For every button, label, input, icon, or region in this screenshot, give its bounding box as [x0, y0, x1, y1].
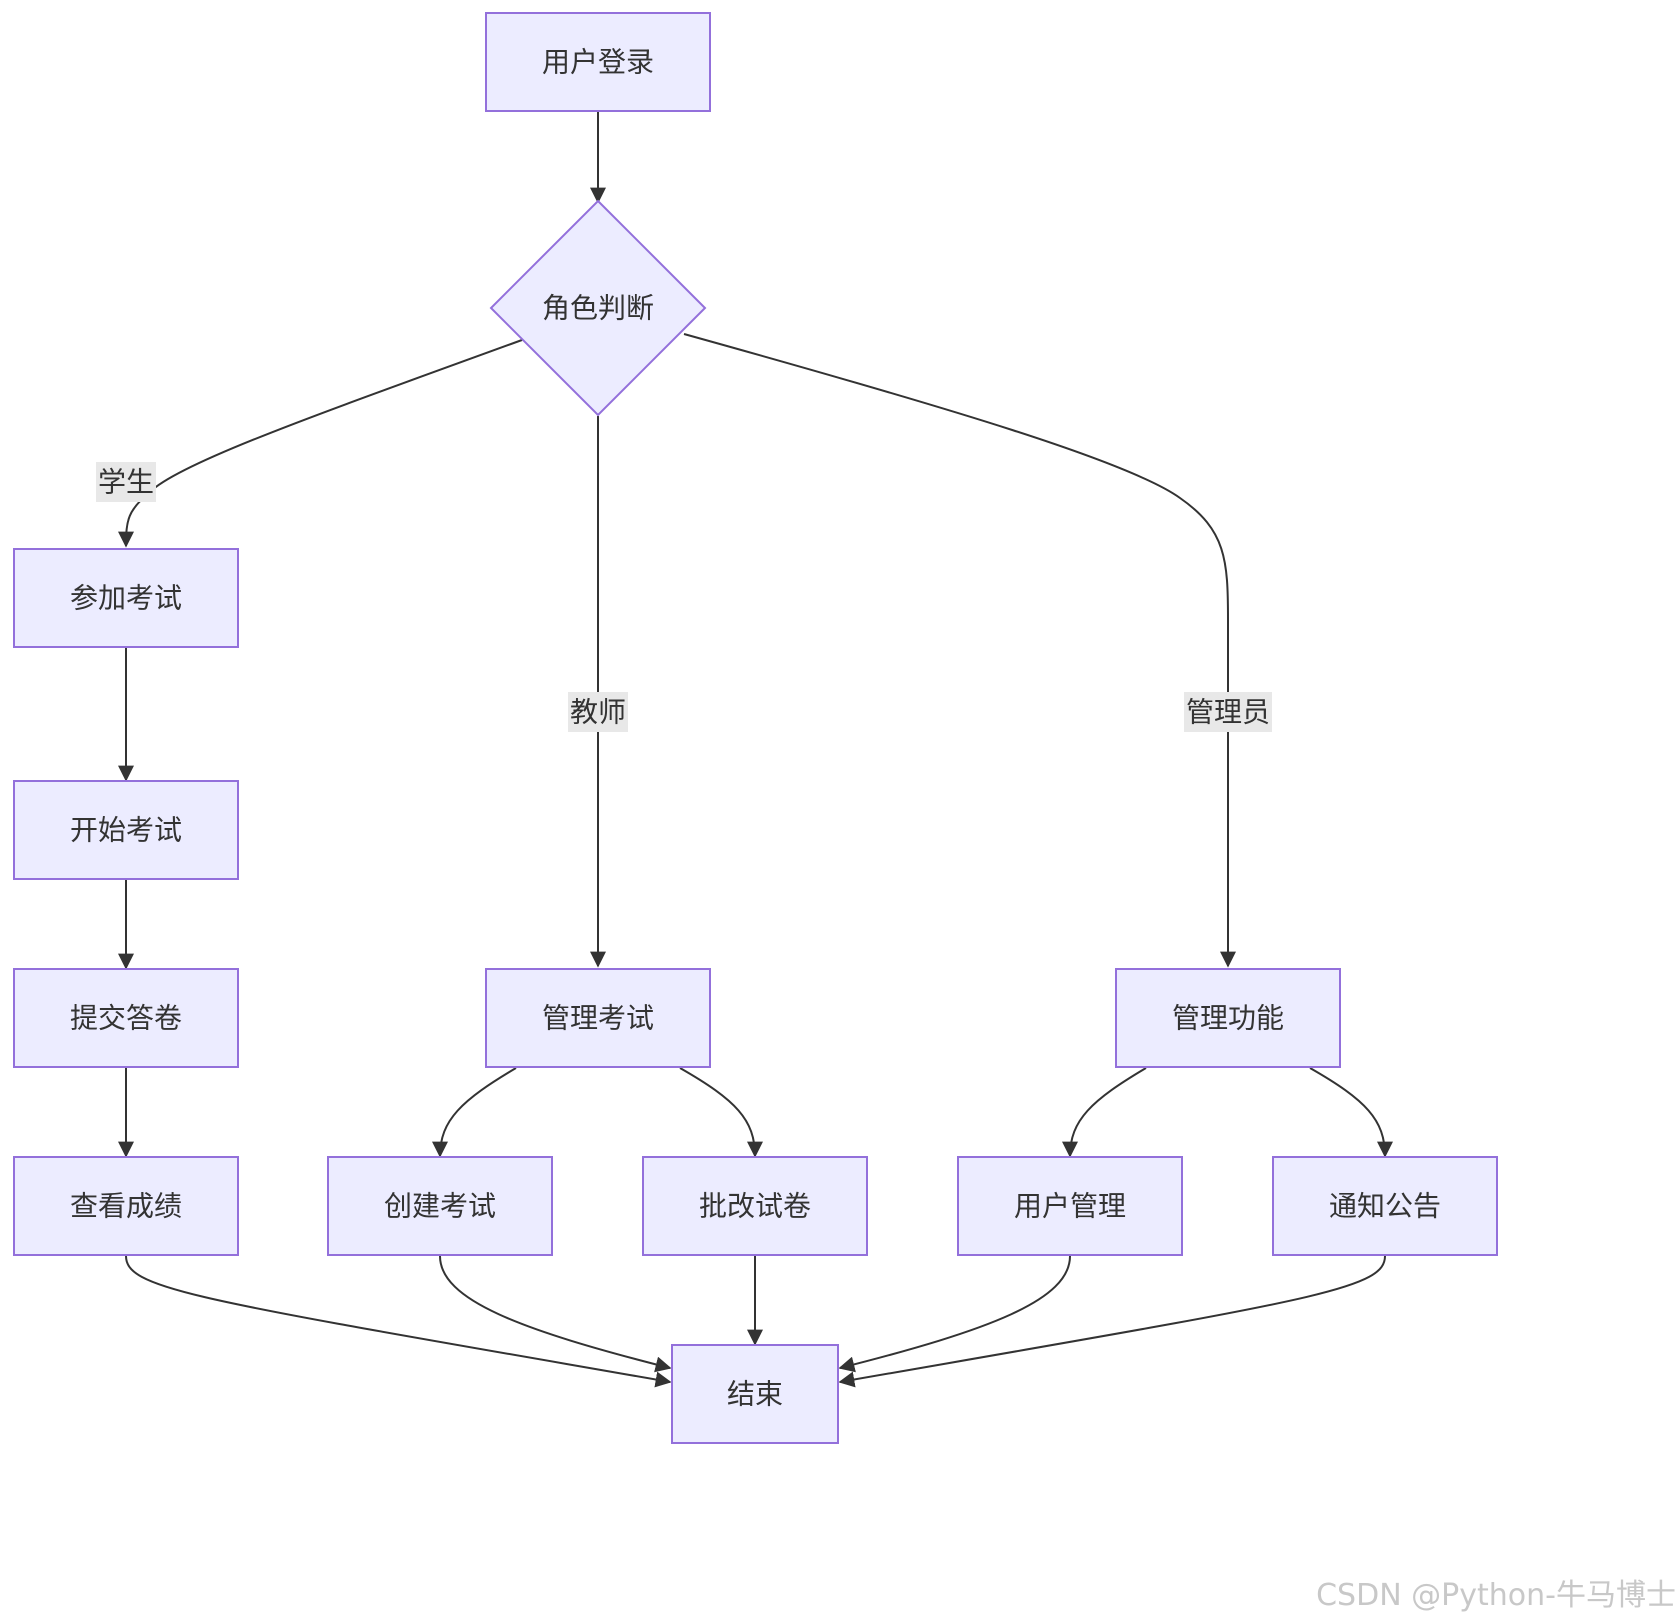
node-score: 查看成绩 — [13, 1156, 239, 1256]
node-label: 通知公告 — [1329, 1190, 1441, 1223]
edge-score-to-end — [125, 1255, 672, 1388]
process-box — [1272, 1156, 1498, 1256]
process-box — [671, 1344, 839, 1444]
node-label: 开始考试 — [70, 814, 182, 847]
edge-label-background — [568, 692, 628, 732]
edge-manage_func-to-notice — [1309, 1067, 1393, 1158]
edge-label-background — [96, 462, 156, 502]
node-grade: 批改试卷 — [642, 1156, 868, 1256]
process-box — [327, 1156, 553, 1256]
edge-label-background — [1184, 692, 1272, 732]
edge-label-text: 教师 — [570, 696, 626, 729]
process-box — [13, 780, 239, 880]
node-end: 结束 — [671, 1344, 839, 1444]
node-label: 管理功能 — [1172, 1002, 1284, 1035]
node-label: 参加考试 — [70, 582, 182, 615]
node-submit: 提交答卷 — [13, 968, 239, 1068]
node-notice: 通知公告 — [1272, 1156, 1498, 1256]
edge-user_mgmt-to-end — [838, 1255, 1071, 1373]
edge-manage_func-to-user_mgmt — [1062, 1067, 1147, 1158]
edge-label-text: 学生 — [98, 466, 154, 499]
process-box — [13, 968, 239, 1068]
process-box — [485, 12, 711, 112]
edge-notice-to-end — [838, 1255, 1386, 1388]
edge-create_exam-to-end — [439, 1255, 672, 1373]
node-manage-func: 管理功能 — [1115, 968, 1341, 1068]
edge-label-role-to-manage_func: 管理员 — [1184, 692, 1272, 732]
edge-label-role-to-manage_exam: 教师 — [568, 692, 628, 732]
node-label: 查看成绩 — [70, 1190, 182, 1223]
process-box — [957, 1156, 1183, 1256]
node-label: 角色判断 — [542, 292, 654, 325]
process-box — [1115, 968, 1341, 1068]
node-label: 提交答卷 — [70, 1002, 182, 1035]
node-login: 用户登录 — [485, 12, 711, 112]
node-create-exam: 创建考试 — [327, 1156, 553, 1256]
node-user-mgmt: 用户管理 — [957, 1156, 1183, 1256]
process-box — [485, 968, 711, 1068]
node-manage-exam: 管理考试 — [485, 968, 711, 1068]
edge-role-to-join — [118, 339, 523, 548]
node-role: 角色判断 — [489, 199, 707, 417]
edge-manage_exam-to-grade — [679, 1067, 763, 1158]
process-box — [642, 1156, 868, 1256]
node-label: 用户登录 — [542, 46, 654, 79]
node-label: 创建考试 — [384, 1190, 496, 1223]
edge-label-text: 管理员 — [1186, 696, 1270, 729]
process-box — [13, 548, 239, 648]
edge-manage_exam-to-create_exam — [432, 1067, 517, 1158]
process-box — [13, 1156, 239, 1256]
decision-diamond — [489, 199, 707, 417]
watermark: CSDN @Python-牛马博士 — [1316, 1578, 1676, 1613]
node-label: 结束 — [727, 1378, 783, 1411]
node-label: 批改试卷 — [699, 1190, 811, 1223]
edge-label-role-to-join: 学生 — [96, 462, 156, 502]
node-start: 开始考试 — [13, 780, 239, 880]
node-label: 用户管理 — [1014, 1190, 1126, 1223]
edge-role-to-manage_func — [683, 333, 1236, 968]
node-label: 管理考试 — [542, 1002, 654, 1035]
node-join: 参加考试 — [13, 548, 239, 648]
